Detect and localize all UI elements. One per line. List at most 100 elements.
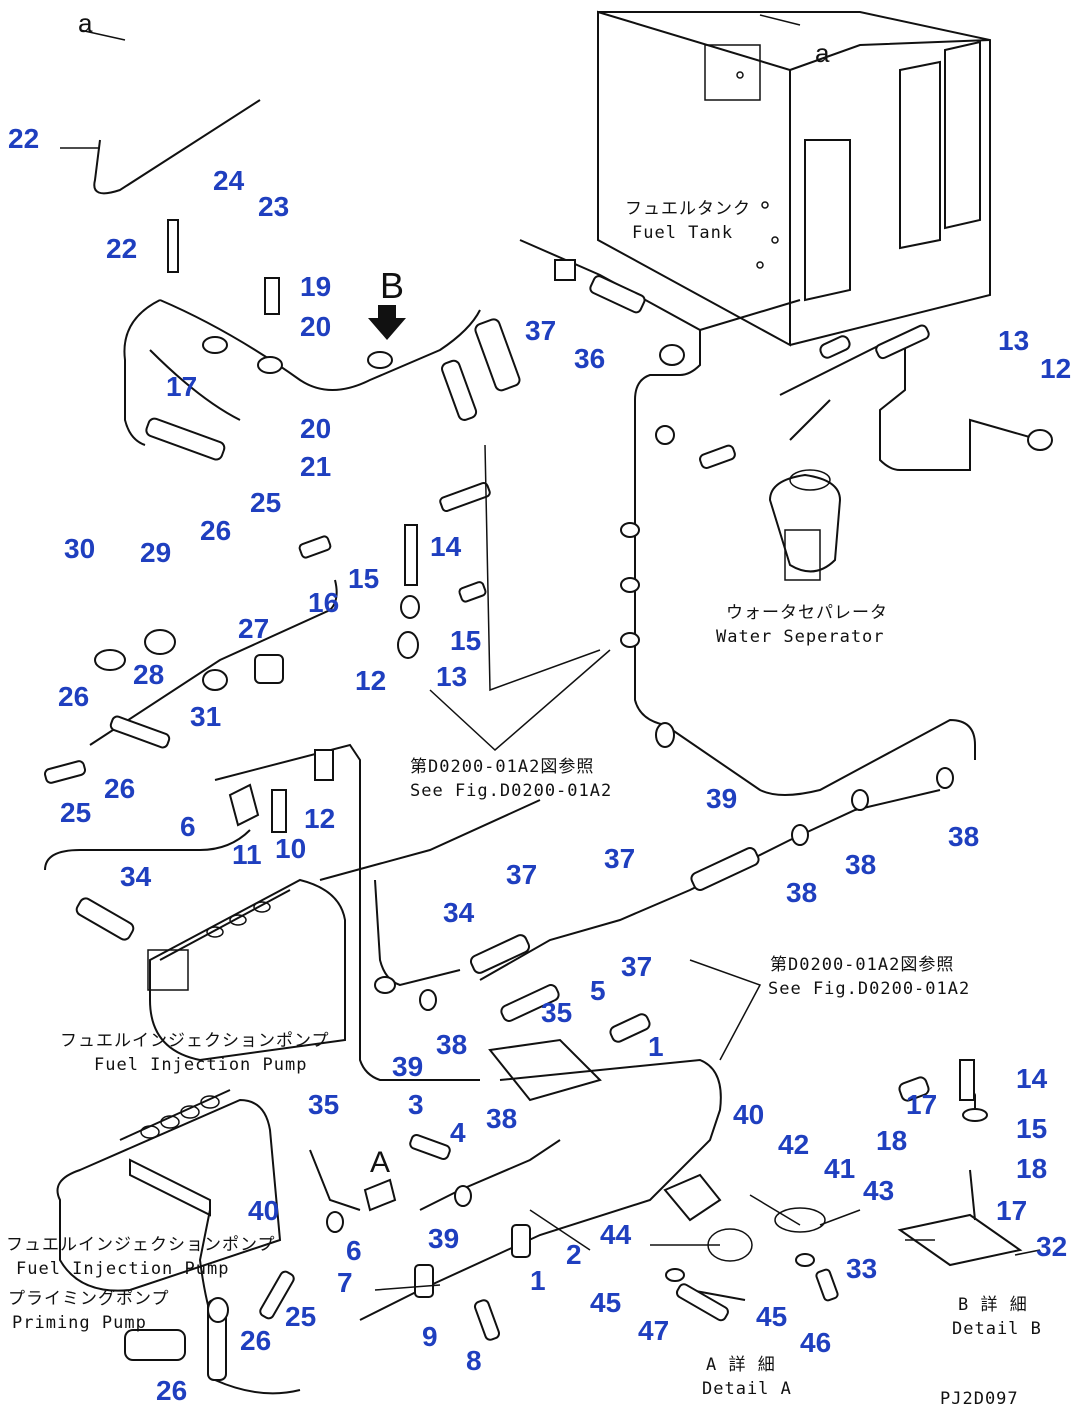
callout: 37: [525, 315, 556, 346]
fittings: [43, 219, 1053, 1381]
callout: 2: [566, 1239, 582, 1270]
water-separator: [768, 399, 842, 581]
callout: 20: [300, 413, 331, 444]
callout: 39: [428, 1223, 459, 1254]
callout: 40: [248, 1195, 279, 1226]
callout: 21: [300, 451, 331, 482]
callout: 45: [590, 1287, 621, 1318]
callout: 26: [104, 773, 135, 804]
callout: 6: [180, 811, 196, 842]
callout: 47: [638, 1315, 669, 1346]
callout: 25: [60, 797, 91, 828]
callouts: 22 22 24 23 19 20 20 21 17 13 12 37 36 3…: [8, 123, 1071, 1406]
callout: 18: [1016, 1153, 1047, 1184]
callout: 1: [530, 1265, 546, 1296]
see-fig-mid-en: See Fig.D0200-01A2: [768, 979, 970, 999]
callout: 46: [800, 1327, 831, 1358]
priming-pump-jp: プライミングポンプ: [8, 1289, 170, 1309]
view-markers: B A a a: [78, 8, 830, 1179]
detail-b-en: Detail B: [952, 1319, 1042, 1339]
callout: 30: [64, 533, 95, 564]
callout: 17: [906, 1089, 937, 1120]
callout: 14: [430, 531, 462, 562]
callout: 29: [140, 537, 171, 568]
callout: 26: [240, 1325, 271, 1356]
see-fig-top-jp: 第D0200-01A2図参照: [410, 757, 594, 777]
callout: 39: [706, 783, 737, 814]
callout: 38: [786, 877, 817, 908]
callout: 28: [133, 659, 164, 690]
detail-b-jp: B 詳 細: [958, 1295, 1028, 1315]
callout: 25: [285, 1301, 316, 1332]
callout: 42: [778, 1129, 809, 1160]
fuel-injection-pump-upper: [147, 878, 346, 1062]
fuel-tank-en: Fuel Tank: [632, 223, 733, 243]
callout: 35: [541, 997, 572, 1028]
callout: 37: [621, 951, 652, 982]
callout: 12: [355, 665, 386, 696]
see-fig-mid-jp: 第D0200-01A2図参照: [770, 955, 954, 975]
callout: 6: [346, 1235, 362, 1266]
callout: 26: [58, 681, 89, 712]
fip-lower-jp: フュエルインジェクションポンプ: [6, 1235, 276, 1255]
callout: 34: [443, 897, 475, 928]
callout: 38: [948, 821, 979, 852]
callout: 37: [604, 843, 635, 874]
captions: フュエルタンク Fuel Tank ウォータセパレータ Water Sepera…: [6, 199, 1042, 1409]
callout: 24: [213, 165, 245, 196]
callout: 37: [506, 859, 537, 890]
callout: 26: [200, 515, 231, 546]
callout: 25: [250, 487, 281, 518]
callout: 5: [590, 975, 606, 1006]
fip-lower-en: Fuel Injection Pump: [16, 1259, 229, 1279]
callout: 15: [1016, 1113, 1047, 1144]
callout: 38: [486, 1103, 517, 1134]
callout: 40: [733, 1099, 764, 1130]
fuel-lines: [44, 99, 1041, 1395]
callout: 7: [337, 1267, 353, 1298]
view-b-arrow: [368, 305, 406, 340]
callout: 23: [258, 191, 289, 222]
callout: 41: [824, 1153, 855, 1184]
callout: 45: [756, 1301, 787, 1332]
callout: 31: [190, 701, 221, 732]
detail-a-jp: A 詳 細: [706, 1355, 776, 1375]
callout: 44: [600, 1219, 632, 1250]
callout: 8: [466, 1345, 482, 1376]
fuel-tank-jp: フュエルタンク: [625, 199, 751, 219]
fip-upper-en: Fuel Injection Pump: [94, 1055, 307, 1075]
drawing-code: PJ2D097: [940, 1389, 1019, 1409]
callout: 22: [8, 123, 39, 154]
callout: 17: [166, 371, 197, 402]
callout: 13: [998, 325, 1029, 356]
callout: 15: [450, 625, 481, 656]
callout: 16: [308, 587, 339, 618]
detail-a-en: Detail A: [702, 1379, 792, 1399]
see-fig-top-en: See Fig.D0200-01A2: [410, 781, 612, 801]
callout: 1: [648, 1031, 664, 1062]
water-separator-en: Water Seperator: [716, 627, 885, 647]
callout: 32: [1036, 1231, 1067, 1262]
callout: 13: [436, 661, 467, 692]
callout: 33: [846, 1253, 877, 1284]
callout: 36: [574, 343, 605, 374]
fuel-injection-pump-lower: [56, 1089, 282, 1292]
callout: 12: [304, 803, 335, 834]
view-b-label: B: [380, 265, 404, 306]
callout: 12: [1040, 353, 1071, 384]
callout: 26: [156, 1375, 187, 1406]
callout: 19: [300, 271, 331, 302]
callout: 9: [422, 1321, 438, 1352]
callout: 20: [300, 311, 331, 342]
water-separator-jp: ウォータセパレータ: [726, 603, 888, 623]
view-a-label: A: [370, 1146, 390, 1179]
callout: 27: [238, 613, 269, 644]
callout: 39: [392, 1051, 423, 1082]
fuel-tank: [597, 10, 991, 347]
callout: 18: [876, 1125, 907, 1156]
callout: 38: [845, 849, 876, 880]
callout: 22: [106, 233, 137, 264]
callout: 34: [120, 861, 152, 892]
callout: 10: [275, 833, 306, 864]
callout: 3: [408, 1089, 424, 1120]
